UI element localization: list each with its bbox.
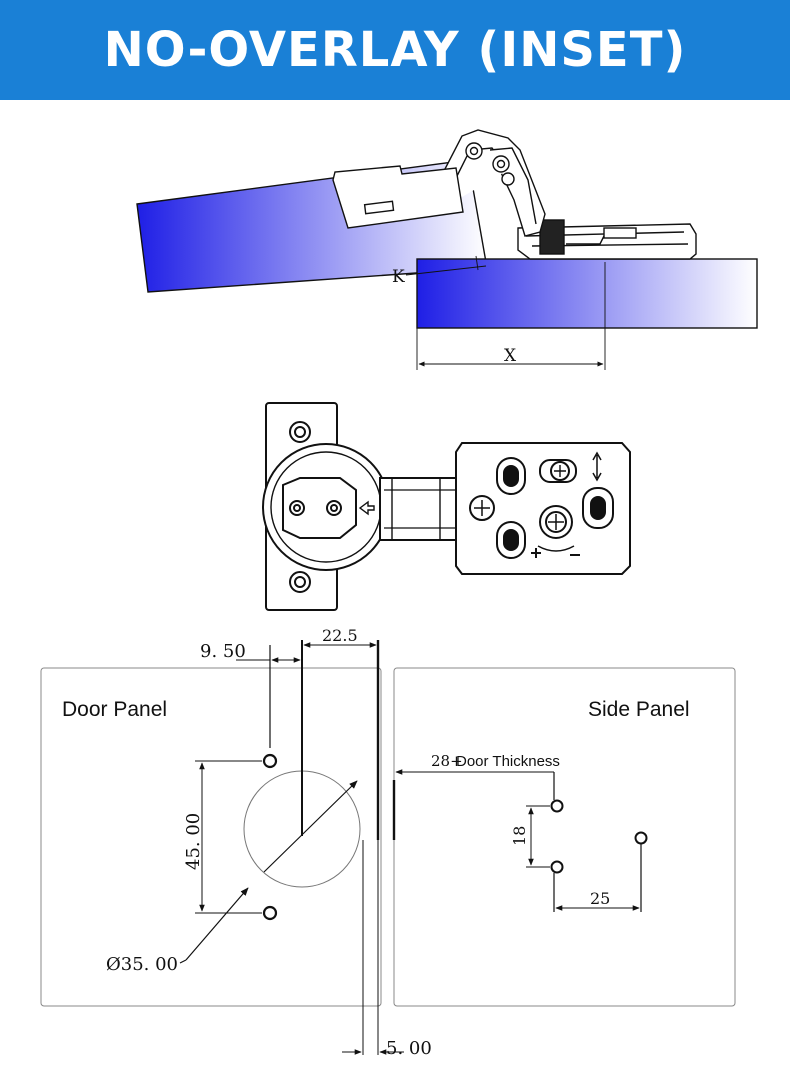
side-drilling — [395, 769, 648, 912]
dim-28-text: Door Thickness — [456, 753, 560, 770]
dim-5-00: 5. 00 — [386, 1038, 432, 1059]
side-hole-right — [634, 831, 648, 845]
mounting-plate — [517, 219, 697, 260]
title-banner: NO-OVERLAY (INSET) — [0, 0, 790, 100]
dim-45-00: 45. 00 — [183, 813, 204, 870]
dim-25: 25 — [590, 889, 610, 908]
dim-28-prefix: 28+ — [431, 752, 463, 770]
dim-x-label: X — [504, 346, 517, 366]
side-panel-shape — [416, 258, 758, 329]
screw-hole-lower — [262, 905, 278, 921]
door-panel-label: Door Panel — [62, 698, 167, 721]
side-view — [136, 129, 758, 370]
dim-k-label: K — [392, 267, 405, 287]
dim-9-50: 9. 50 — [200, 641, 246, 662]
side-hole-lower — [550, 860, 564, 874]
side-hole-upper — [550, 799, 564, 813]
page-title: NO-OVERLAY (INSET) — [103, 22, 687, 78]
dim-18: 18 — [510, 826, 529, 846]
dim-diameter: Ø35. 00 — [106, 954, 178, 975]
top-view — [262, 402, 631, 611]
side-panel-label: Side Panel — [588, 698, 690, 721]
hinge-diagram: K X — [40, 129, 758, 1059]
screw-hole-upper — [262, 753, 278, 769]
door-panel — [40, 667, 382, 1007]
dim-22-5: 22.5 — [322, 626, 358, 645]
hinge-cup — [332, 165, 464, 229]
door-drilling — [179, 640, 404, 1055]
